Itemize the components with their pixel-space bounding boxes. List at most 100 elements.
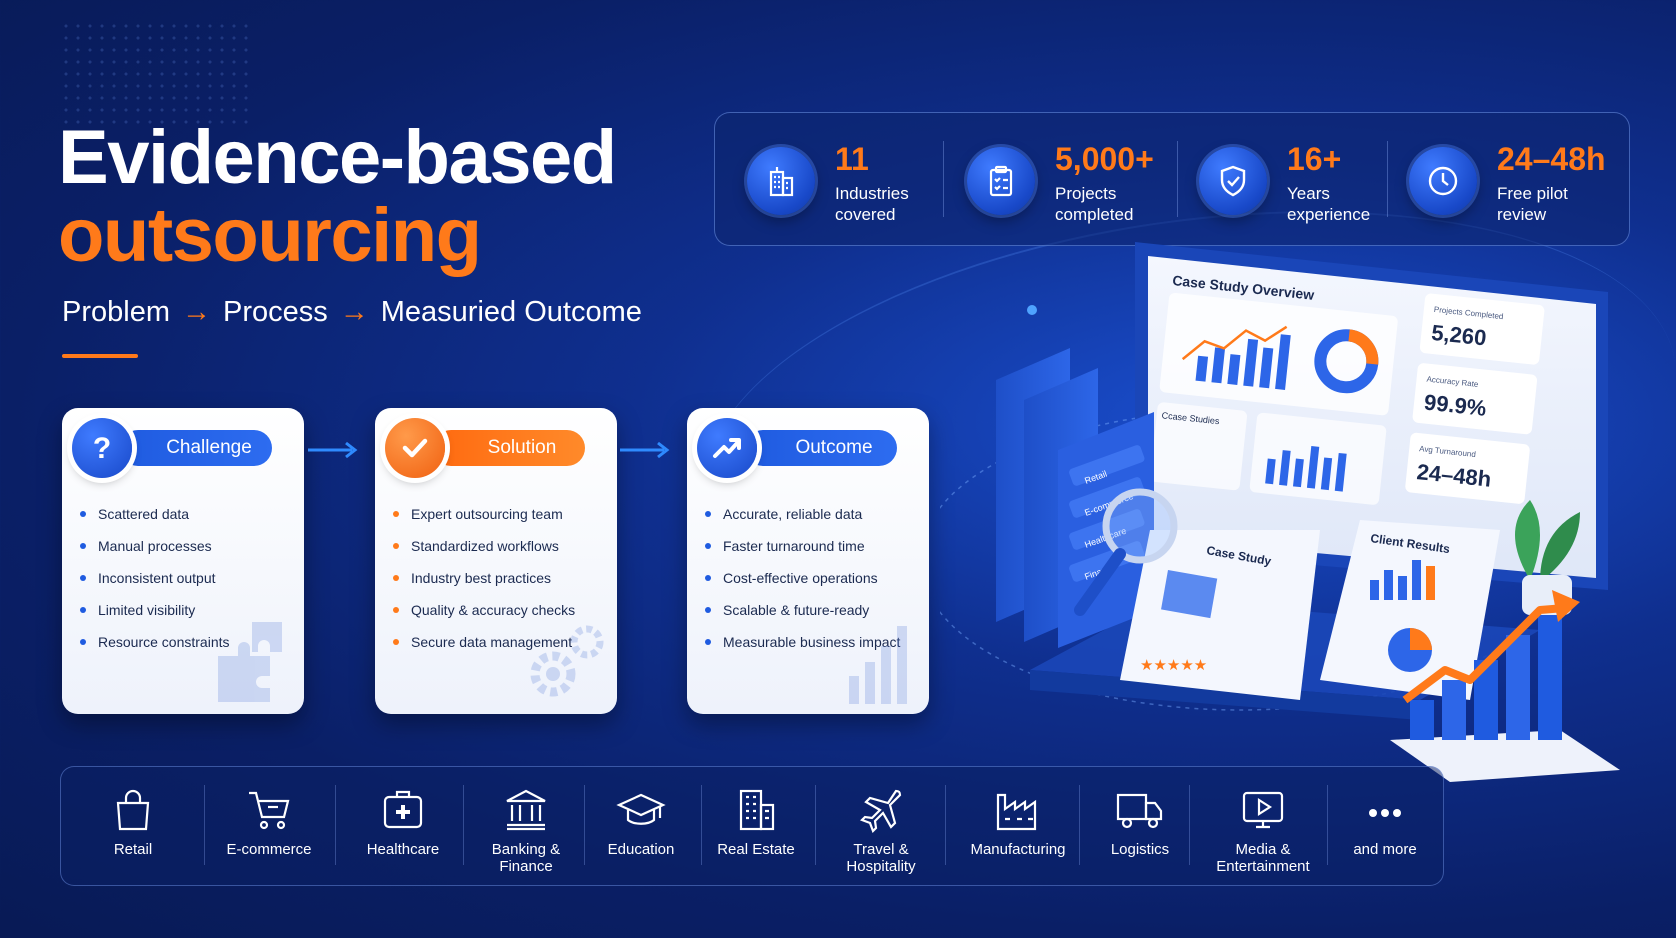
- industry-label: Real Estate: [717, 841, 795, 858]
- rating-stars: ★★★★★: [1140, 656, 1207, 674]
- industry-travel[interactable]: Travel & Hospitality: [821, 767, 941, 885]
- stats-panel: 11 Industries covered 5,000+ Projects co…: [714, 112, 1630, 246]
- industry-divider: [701, 785, 702, 865]
- industry-label: and more: [1353, 841, 1417, 858]
- industry-label: Banking & Finance: [491, 841, 561, 875]
- industry-healthcare[interactable]: Healthcare: [343, 767, 463, 885]
- list-item: Industry best practices: [393, 562, 575, 594]
- question-icon: ?: [72, 418, 132, 478]
- process-flow: Problem→Process→Measuried Outcome: [62, 296, 642, 329]
- industry-label: Retail: [113, 841, 153, 858]
- stat-value: 24–48h: [1497, 141, 1606, 177]
- list-item: Cost-effective operations: [705, 562, 900, 594]
- list-item: Quality & accuracy checks: [393, 594, 575, 626]
- list-item: Standardized workflows: [393, 530, 575, 562]
- gears-icon: [530, 625, 604, 697]
- industry-media[interactable]: Media & Entertainment: [1193, 767, 1333, 885]
- truck-icon: [1116, 793, 1163, 829]
- checkmark-icon: [385, 418, 445, 478]
- flow-arrow-icon: →: [182, 296, 211, 328]
- graduation-cap-icon: [616, 793, 666, 825]
- stat-value: 11: [835, 141, 869, 177]
- stat-label: Projects completed: [1055, 184, 1134, 224]
- list-item: Manual processes: [80, 530, 230, 562]
- puzzle-icon: [218, 622, 282, 702]
- industry-label: E-commerce: [226, 841, 312, 858]
- industry-logistics[interactable]: Logistics: [1085, 767, 1195, 885]
- list-item: Inconsistent output: [80, 562, 230, 594]
- trend-up-icon: [697, 418, 757, 478]
- buildings-icon: [747, 147, 815, 215]
- list-item: Accurate, reliable data: [705, 498, 900, 530]
- shield-check-icon: [1199, 147, 1267, 215]
- industry-divider: [815, 785, 816, 865]
- industry-divider: [1327, 785, 1328, 865]
- arrow-right-icon: [308, 441, 358, 459]
- stat-value: 16+: [1287, 141, 1342, 177]
- industry-label: Travel & Hospitality: [846, 841, 916, 875]
- stat-label: Free pilot review: [1497, 184, 1568, 224]
- stat-value: 5,000+: [1055, 141, 1154, 177]
- card-title: Challenge: [120, 430, 272, 466]
- building-icon: [739, 789, 775, 831]
- list-item: Measurable business impact: [705, 626, 900, 658]
- play-screen-icon: [1242, 791, 1284, 829]
- metric-value: 5,260: [1430, 320, 1487, 351]
- airplane-icon: [860, 789, 902, 833]
- list-item: Scattered data: [80, 498, 230, 530]
- industry-divider: [1189, 785, 1190, 865]
- card-title: Solution: [433, 430, 585, 466]
- industry-manufacturing[interactable]: Manufacturing: [951, 767, 1085, 885]
- decorative-dot-grid: [60, 20, 250, 130]
- industries-bar: Retail E-commerce Healthcare Banking & F…: [60, 766, 1444, 886]
- industry-retail[interactable]: Retail: [83, 767, 183, 885]
- challenge-list: Scattered data Manual processes Inconsis…: [80, 498, 230, 658]
- flow-step-problem: Problem: [62, 296, 170, 328]
- industry-education[interactable]: Education: [586, 767, 696, 885]
- arrow-right-icon: [620, 441, 670, 459]
- industry-divider: [584, 785, 585, 865]
- title-underline: [62, 354, 138, 358]
- industry-divider: [335, 785, 336, 865]
- svg-text:?: ?: [93, 432, 111, 465]
- list-item: Secure data management: [393, 626, 575, 658]
- industry-ecommerce[interactable]: E-commerce: [209, 767, 329, 885]
- list-item: Faster turnaround time: [705, 530, 900, 562]
- factory-icon: [996, 793, 1037, 831]
- outcome-list: Accurate, reliable data Faster turnaroun…: [705, 498, 900, 658]
- flow-step-outcome: Measuried Outcome: [380, 296, 642, 328]
- industry-banking[interactable]: Banking & Finance: [466, 767, 586, 885]
- flow-step-process: Process: [223, 296, 328, 328]
- industry-real-estate[interactable]: Real Estate: [706, 767, 806, 885]
- cart-icon: [249, 791, 290, 830]
- stat-label: Industries covered: [835, 184, 909, 224]
- shopping-bag-icon: [116, 789, 150, 831]
- bank-icon: [506, 789, 546, 831]
- list-item: Scalable & future-ready: [705, 594, 900, 626]
- card-title: Outcome: [745, 430, 897, 466]
- headline-line-1: Evidence-based: [58, 115, 617, 200]
- industry-divider: [463, 785, 464, 865]
- stat-divider: [1387, 141, 1388, 217]
- challenge-card: Challenge ? Scattered data Manual proces…: [62, 408, 304, 714]
- stat-divider: [1177, 141, 1178, 217]
- case-study-illustration: Case Study Overview Ccase Studies: [910, 230, 1670, 790]
- industry-divider: [204, 785, 205, 865]
- outcome-card: Outcome Accurate, reliable data Faster t…: [687, 408, 929, 714]
- industry-more[interactable]: and more: [1333, 767, 1437, 885]
- medical-kit-icon: [383, 790, 423, 829]
- clipboard-check-icon: [967, 147, 1035, 215]
- list-item: Expert outsourcing team: [393, 498, 575, 530]
- industry-divider: [1079, 785, 1080, 865]
- solution-list: Expert outsourcing team Standardized wor…: [393, 498, 575, 658]
- industry-label: Media & Entertainment: [1216, 841, 1310, 875]
- industry-label: Healthcare: [366, 841, 440, 858]
- headline-line-2: outsourcing: [58, 193, 482, 278]
- industry-label: Manufacturing: [970, 841, 1066, 858]
- solution-card: Solution Expert outsourcing team Standar…: [375, 408, 617, 714]
- list-item: Resource constraints: [80, 626, 230, 658]
- ellipsis-icon: [1369, 809, 1401, 817]
- industry-label: Logistics: [1110, 841, 1170, 858]
- clock-icon: [1409, 147, 1477, 215]
- bar-chart-icon: [849, 626, 907, 704]
